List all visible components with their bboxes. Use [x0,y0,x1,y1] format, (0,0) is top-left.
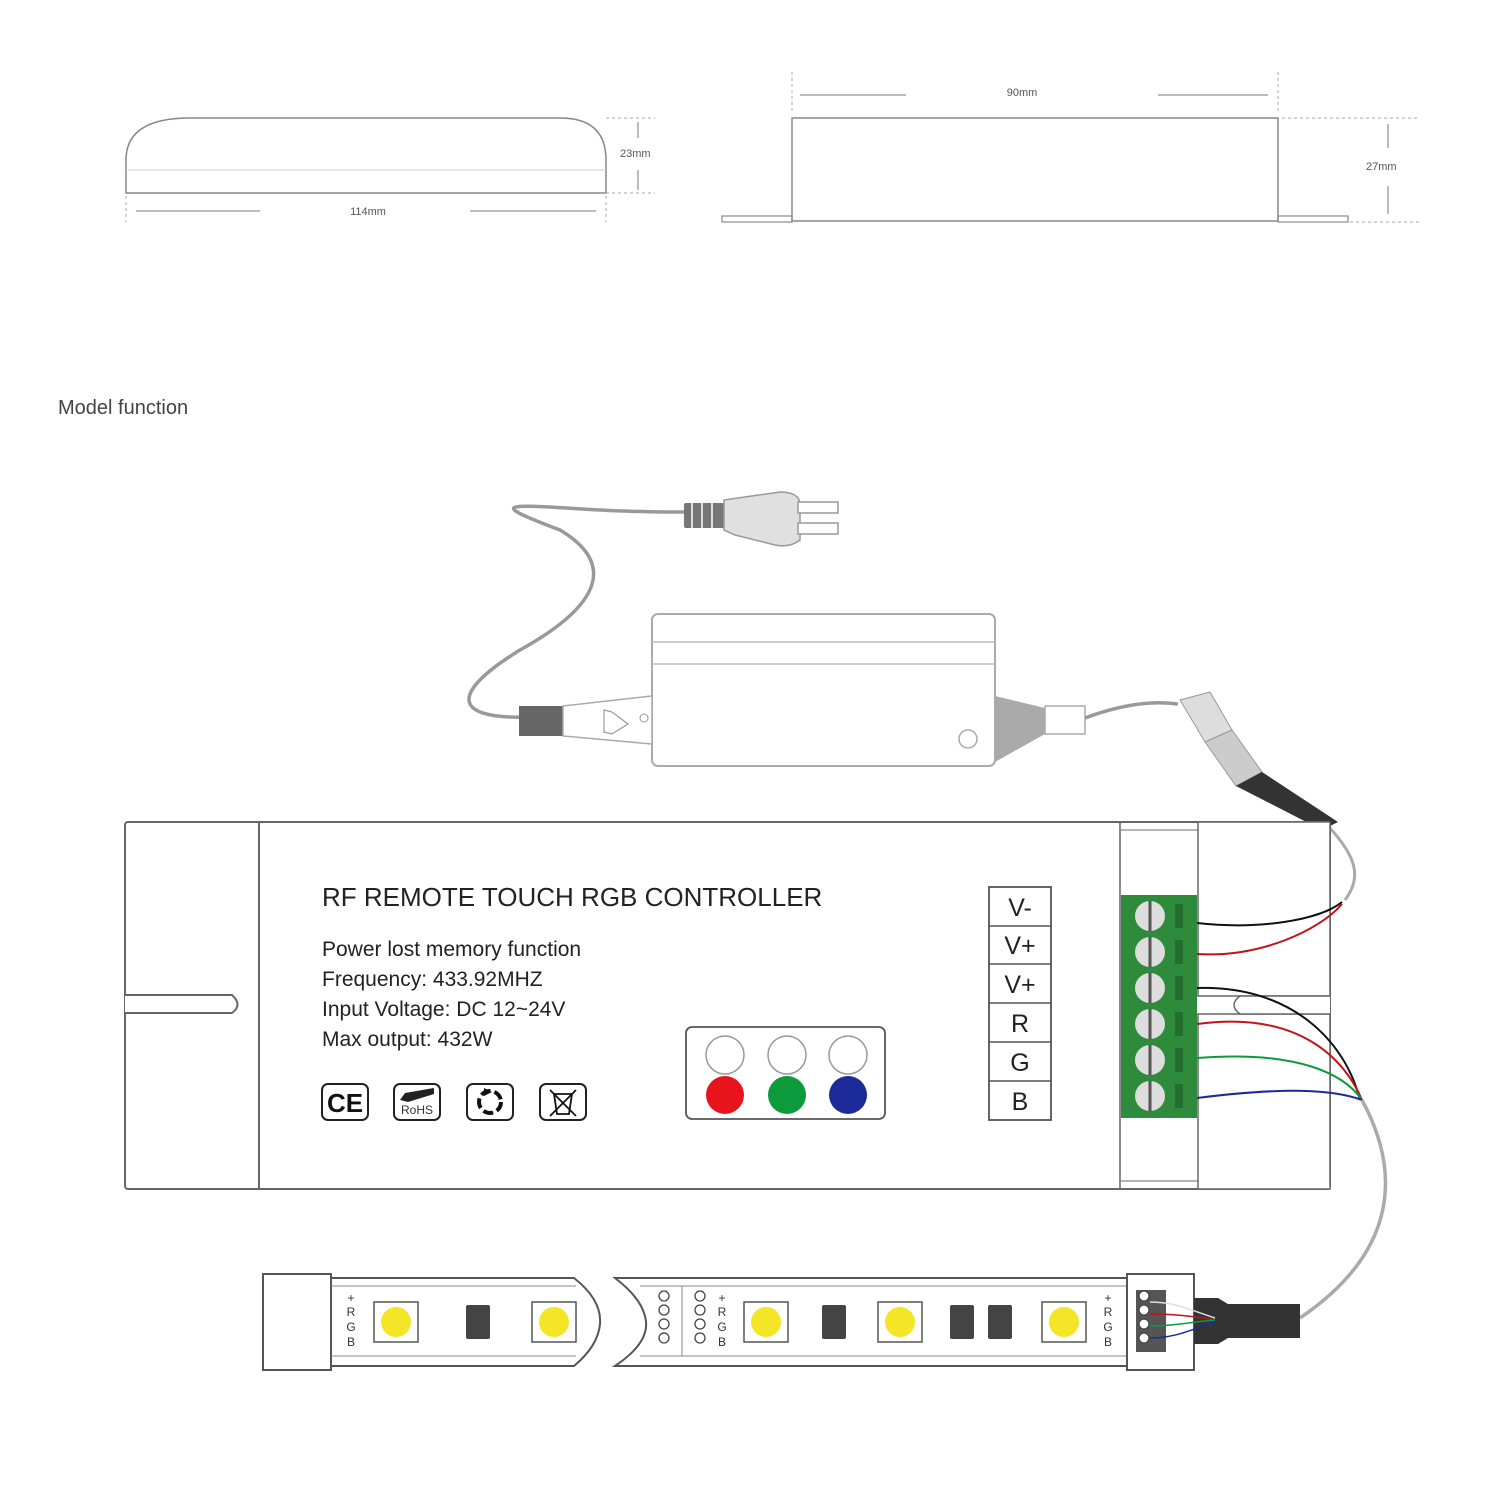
led-strip: + R G B + R G B + R G B [262,1273,1300,1371]
ce-mark-icon: CE [321,1083,369,1121]
led-chip [1041,1301,1087,1343]
strip-pin-r-2: R [718,1305,727,1319]
spec-max-output: Max output: 432W [322,1028,493,1051]
front-height-label: 27mm [1366,161,1397,173]
strip-pin-r-3: R [1104,1305,1113,1319]
ce-label: CE [327,1088,363,1118]
strip-pin-b-3: B [1104,1335,1112,1349]
front-width-label: 90mm [1007,87,1038,99]
power-plug [467,491,839,719]
terminal-screw [1135,1045,1183,1075]
touch-key-2 [767,1035,807,1075]
terminal-label-b: B [1012,1088,1029,1116]
green-indicator [768,1076,806,1114]
strip-pin-g-1: G [346,1320,355,1334]
terminal-screw [1135,1081,1183,1111]
terminal-labels: V- V+ V+ R G B [988,886,1052,1121]
led-chip [743,1301,789,1343]
terminal-screws [1135,901,1183,1111]
rohs-mark-icon: RoHS [393,1083,441,1121]
terminal-label-v-plus-2: V+ [1004,971,1035,999]
spec-input-voltage: Input Voltage: DC 12~24V [322,998,565,1021]
led-chip [373,1301,419,1343]
dc-connector [1179,691,1357,901]
terminal-screw [1135,901,1183,931]
rohs-label: RoHS [401,1103,433,1117]
touch-key-3 [828,1035,868,1075]
strip-pin-plus-3: + [1104,1291,1111,1305]
terminal-block [1121,895,1197,1118]
strip-pin-g-3: G [1103,1320,1112,1334]
side-view-drawing: 114mm 23mm [125,117,655,222]
recycle-icon [466,1083,514,1121]
side-height-label: 23mm [620,148,651,160]
wires [1196,901,1388,1320]
terminal-label-r: R [1011,1010,1029,1038]
led-chip [531,1301,577,1343]
section-caption: Model function [58,397,188,419]
strip-pin-g-2: G [717,1320,726,1334]
terminal-label-g: G [1010,1049,1029,1077]
terminal-screw [1135,937,1183,967]
strip-pin-r-1: R [347,1305,356,1319]
led-chip [877,1301,923,1343]
strip-pin-plus-2: + [718,1291,725,1305]
touch-panel [685,1026,886,1120]
weee-bin-icon [539,1083,587,1121]
red-indicator [706,1076,744,1114]
resistors [466,1305,1012,1339]
strip-pin-plus-1: + [347,1291,354,1305]
spec-memory: Power lost memory function [322,938,581,961]
touch-key-1 [705,1035,745,1075]
side-width-label: 114mm [350,206,386,218]
front-view-drawing: 90mm 27mm [721,72,1420,223]
terminal-label-v-minus: V- [1008,894,1032,922]
terminal-label-v-plus-1: V+ [1004,932,1035,960]
strip-pin-b-2: B [718,1335,726,1349]
terminal-screw [1135,1009,1183,1039]
terminal-screw [1135,973,1183,1003]
strip-pin-b-1: B [347,1335,355,1349]
power-adapter [519,613,1179,767]
spec-frequency: Frequency: 433.92MHZ [322,968,543,991]
controller-title: RF REMOTE TOUCH RGB CONTROLLER [322,882,822,912]
blue-indicator [829,1076,867,1114]
